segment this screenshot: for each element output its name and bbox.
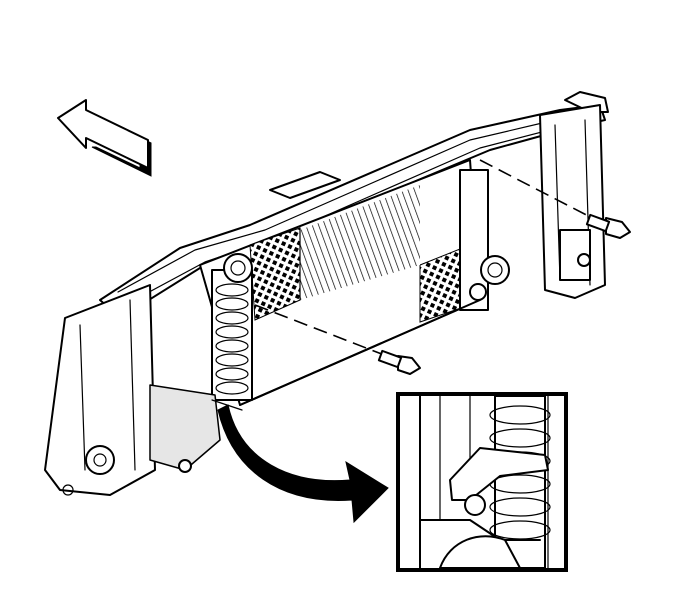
right-radiator-tank xyxy=(459,169,510,311)
bolt-icon xyxy=(585,213,631,239)
bolt-icon xyxy=(377,349,421,375)
lower-mounting-bolt xyxy=(254,304,421,375)
front-direction-arrow-icon xyxy=(57,99,152,177)
detail-callout-arrow-icon xyxy=(217,404,389,524)
right-side-bracket xyxy=(539,104,606,299)
upper-mounting-bolt xyxy=(479,159,631,239)
left-radiator-tank xyxy=(211,253,253,401)
left-side-bracket xyxy=(44,284,221,496)
detail-inset xyxy=(396,392,568,572)
